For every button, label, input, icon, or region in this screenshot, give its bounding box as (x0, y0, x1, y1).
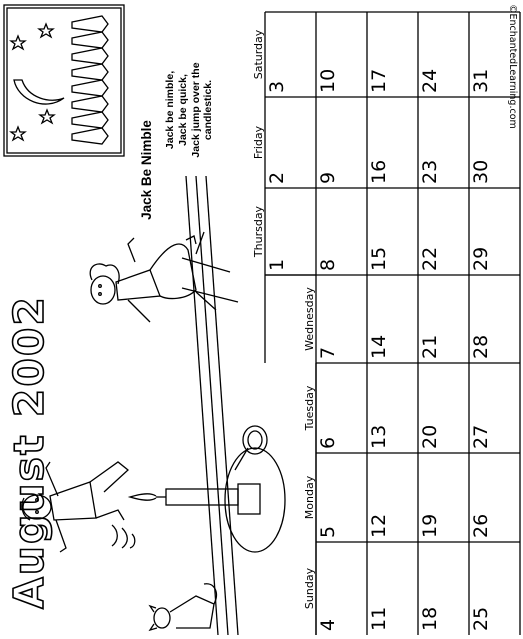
date-cell[interactable]: 28 (470, 335, 492, 359)
day-name-saturday: Saturday (252, 29, 265, 79)
date-cell[interactable]: 5 (317, 526, 339, 538)
calendar-grid: Sunday Monday Tuesday Wednesday Thursday Frid… (252, 11, 521, 635)
date-cell[interactable]: 8 (317, 259, 339, 271)
date-cell[interactable]: 24 (419, 69, 441, 93)
poem-line-3: Jack jump over the (190, 62, 202, 157)
date-cell[interactable]: 3 (266, 81, 288, 93)
poem-line-2: Jack be quick, (177, 74, 189, 146)
star-icon (9, 22, 56, 142)
floor-lines (185, 175, 239, 636)
candlestick (127, 425, 286, 553)
cat (148, 583, 218, 632)
day-name-thursday: Thursday (252, 205, 265, 258)
date-cell[interactable]: 16 (368, 160, 390, 184)
poem-line-4: candlestick. (202, 80, 214, 140)
date-cell[interactable]: 17 (368, 69, 390, 93)
page-title: August 2002 (5, 295, 53, 609)
date-cell[interactable]: 12 (368, 514, 390, 538)
day-name-friday: Friday (252, 125, 265, 159)
day-name-sunday: Sunday (303, 567, 316, 609)
date-cell[interactable]: 6 (317, 437, 339, 449)
date-cell[interactable]: 20 (419, 425, 441, 449)
tree-icon (71, 15, 109, 145)
date-cell[interactable]: 27 (470, 425, 492, 449)
date-cell[interactable]: 15 (368, 247, 390, 271)
date-cell[interactable]: 14 (368, 335, 390, 359)
date-cell[interactable]: 29 (470, 247, 492, 271)
poem-line-1: Jack be nimble, (164, 71, 176, 149)
date-cell[interactable]: 23 (419, 160, 441, 184)
date-cell[interactable]: 7 (317, 347, 339, 359)
moon-icon (13, 79, 65, 105)
date-cell[interactable]: 21 (419, 335, 441, 359)
date-cell[interactable]: 30 (470, 160, 492, 184)
date-cell[interactable]: 2 (266, 172, 288, 184)
day-name-wednesday: Wednesday (303, 287, 316, 351)
date-cell[interactable]: 10 (317, 69, 339, 93)
date-cell[interactable]: 4 (317, 619, 339, 631)
date-cell[interactable]: 19 (419, 514, 441, 538)
date-cell[interactable]: 31 (470, 69, 492, 93)
girl-on-chair (89, 231, 239, 323)
day-name-tuesday: Tuesday (303, 385, 316, 431)
poem-title: Jack Be Nimble (139, 120, 154, 220)
date-cell[interactable]: 22 (419, 247, 441, 271)
date-cell[interactable]: 26 (470, 514, 492, 538)
date-cell[interactable]: 9 (317, 172, 339, 184)
date-cell[interactable]: 11 (368, 607, 390, 631)
copyright-text: ©EnchantedLearning.com (507, 4, 518, 129)
night-scene (3, 4, 125, 157)
boy-jumping (21, 461, 136, 553)
date-cell[interactable]: 18 (419, 607, 441, 631)
date-cell[interactable]: 1 (266, 259, 288, 271)
day-name-monday: Monday (303, 475, 316, 519)
poem-block: Jack Be Nimble Jack be nimble, Jack be q… (139, 62, 214, 220)
date-cell[interactable]: 25 (470, 607, 492, 631)
date-cell[interactable]: 13 (368, 425, 390, 449)
